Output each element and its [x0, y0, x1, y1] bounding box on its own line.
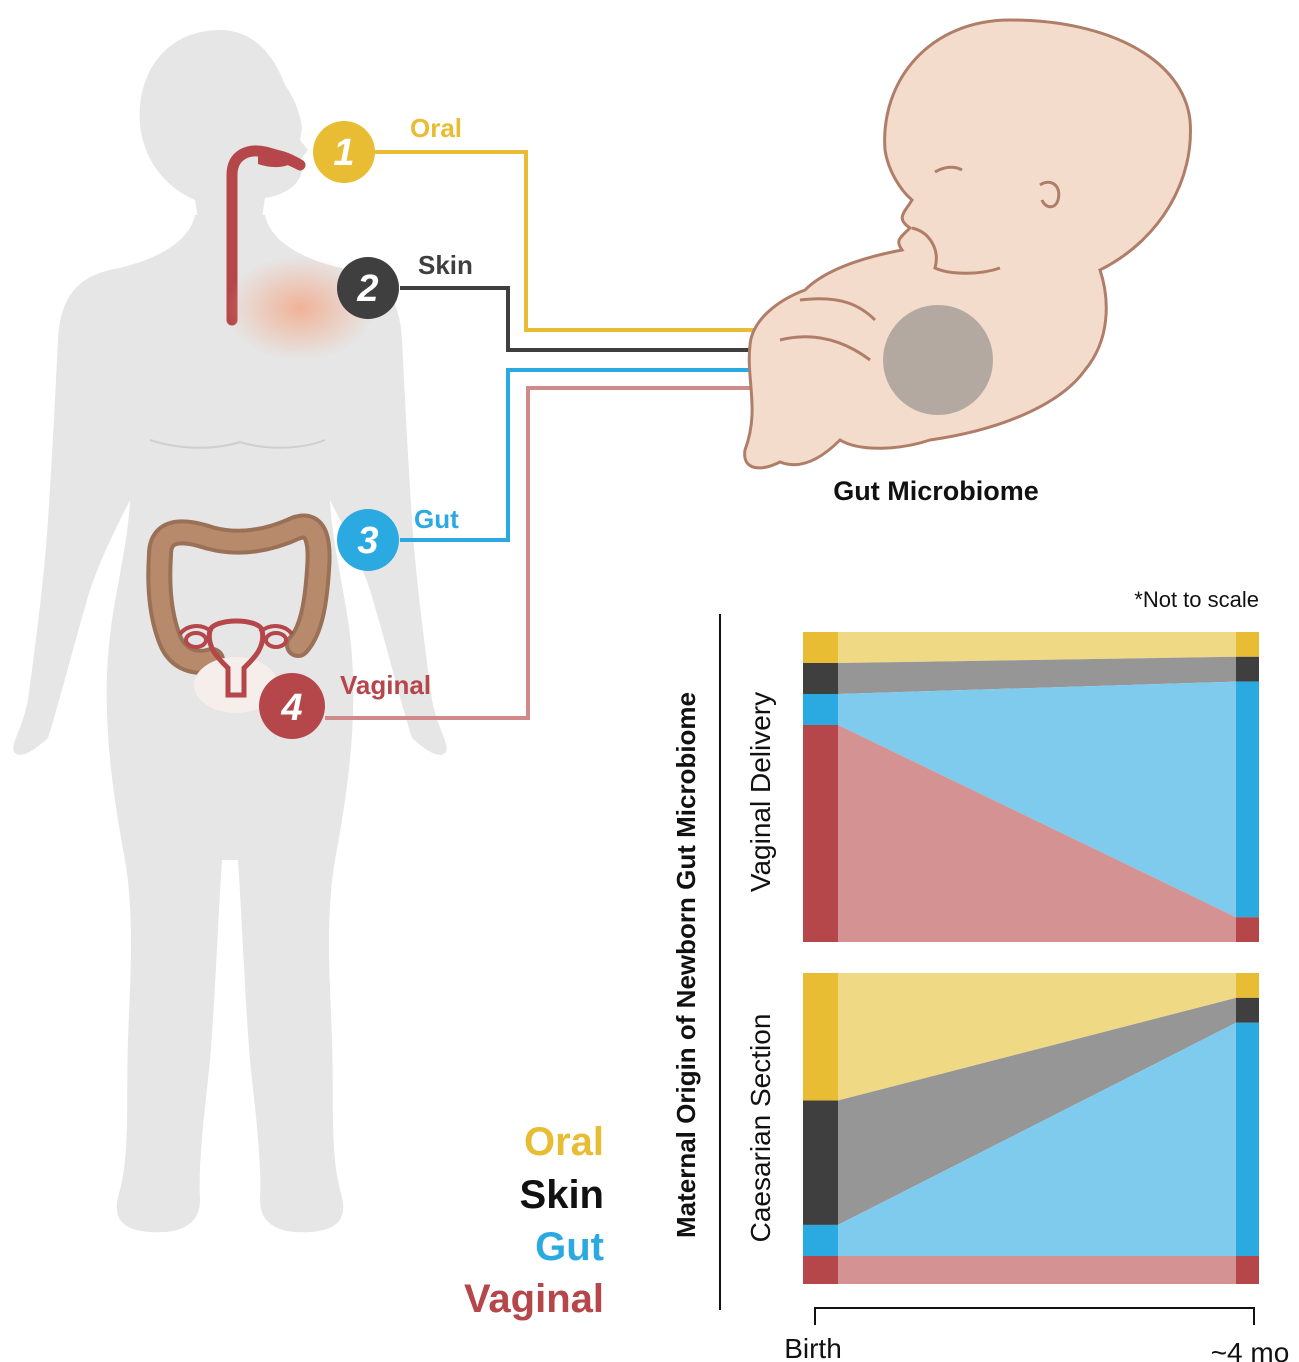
- four-mo-bar-oral: [1236, 632, 1259, 657]
- gut-badge-circle: [337, 509, 399, 571]
- four-mo-bar-gut: [1236, 681, 1259, 918]
- oral-tract-icon: [226, 145, 306, 326]
- four-mo-bar-skin: [1236, 997, 1259, 1023]
- uterus-icon: [178, 618, 294, 713]
- panel-caesarian-section: [803, 973, 1259, 1284]
- gut-microbiome-circle: [883, 305, 993, 415]
- four-mo-bar-skin: [1236, 656, 1259, 682]
- flow-band-skin: [838, 656, 1236, 694]
- oral-badge-number: 1: [333, 132, 354, 174]
- legend-oral: Oral: [524, 1120, 604, 1164]
- vaginal-badge-circle: [259, 673, 325, 739]
- x-label-birth: Birth: [784, 1333, 842, 1362]
- skin-badge-number: 2: [356, 268, 378, 310]
- intestine-icon: [146, 513, 332, 675]
- panel-vaginal-delivery: [803, 632, 1259, 942]
- chart-ylabel: Maternal Origin of Newborn Gut Microbiom…: [671, 692, 701, 1238]
- legend-skin: Skin: [520, 1173, 604, 1217]
- oral-badge-circle: [313, 121, 375, 183]
- source-gut: 3 Gut: [337, 504, 459, 571]
- flow-band-skin: [838, 997, 1236, 1225]
- birth-bar-oral: [803, 973, 838, 1101]
- gut-badge-number: 3: [357, 520, 378, 562]
- source-skin: 2 Skin: [337, 250, 473, 319]
- chest-outline: [149, 439, 326, 449]
- legend: Oral Skin Gut Vaginal: [464, 1120, 604, 1321]
- x-label-4mo: ~4 mo: [1211, 1337, 1290, 1362]
- birth-bar-oral: [803, 632, 838, 663]
- flow-band-vaginal: [838, 1256, 1236, 1284]
- four-mo-bar-vaginal: [1236, 917, 1259, 942]
- flow-band-gut: [838, 1022, 1236, 1257]
- flow-band-oral: [838, 632, 1236, 663]
- woman-silhouette: [13, 30, 447, 1233]
- source-vaginal: 4 Vaginal: [259, 670, 431, 739]
- four-mo-bar-vaginal: [1236, 1256, 1259, 1284]
- four-mo-bar-gut: [1236, 1022, 1259, 1257]
- panel-label-vaginal-delivery: Vaginal Delivery: [745, 692, 776, 892]
- origin-chart: *Not to scale Maternal Origin of Newborn…: [671, 587, 1289, 1362]
- flow-band-oral: [838, 973, 1236, 1101]
- skin-area-glow: [225, 256, 375, 360]
- legend-vaginal: Vaginal: [464, 1277, 604, 1321]
- skin-badge-circle: [337, 257, 399, 319]
- vaginal-source-label: Vaginal: [340, 670, 431, 700]
- fetus-illustration: [743, 18, 1192, 470]
- birth-bar-vaginal: [803, 725, 838, 942]
- source-oral: 1 Oral: [313, 113, 462, 183]
- legend-gut: Gut: [535, 1225, 604, 1269]
- x-axis-bracket: [814, 1307, 1255, 1325]
- birth-bar-vaginal: [803, 1256, 838, 1284]
- four-mo-bar-oral: [1236, 973, 1259, 998]
- birth-bar-skin: [803, 663, 838, 694]
- birth-bar-skin: [803, 1100, 838, 1225]
- gut-source-label: Gut: [414, 504, 459, 534]
- vaginal-badge-number: 4: [280, 687, 302, 729]
- not-to-scale-note: *Not to scale: [1134, 587, 1259, 612]
- skin-source-label: Skin: [418, 250, 473, 280]
- birth-bar-gut: [803, 694, 838, 725]
- birth-bar-gut: [803, 1224, 838, 1257]
- flow-band-gut: [838, 681, 1236, 918]
- target-label: Gut Microbiome: [833, 476, 1039, 506]
- panel-label-caesarian-section: Caesarian Section: [745, 1014, 776, 1243]
- flow-band-vaginal: [838, 725, 1236, 942]
- oral-source-label: Oral: [410, 113, 462, 143]
